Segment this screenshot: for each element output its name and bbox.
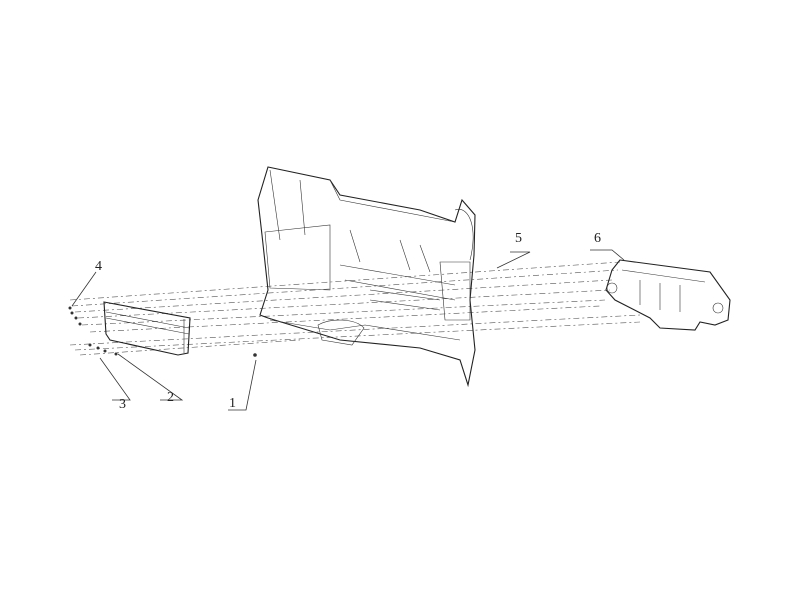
leader-lines	[71, 249, 625, 411]
callout-2: 2	[167, 390, 174, 405]
callout-6: 6	[594, 231, 601, 246]
assembly-axis-lines	[69, 261, 641, 356]
callout-5: 5	[515, 231, 522, 246]
fasteners-left	[68, 306, 257, 357]
callout-labels: 1 2 3 4 5 6	[95, 231, 601, 412]
part-6-rear-shroud	[605, 259, 731, 331]
callout-3: 3	[119, 397, 126, 412]
front-end-carrier-frame	[257, 166, 476, 388]
part-2-bumper-panel	[103, 301, 191, 356]
callout-4: 4	[95, 259, 102, 274]
callout-1: 1	[229, 396, 236, 411]
